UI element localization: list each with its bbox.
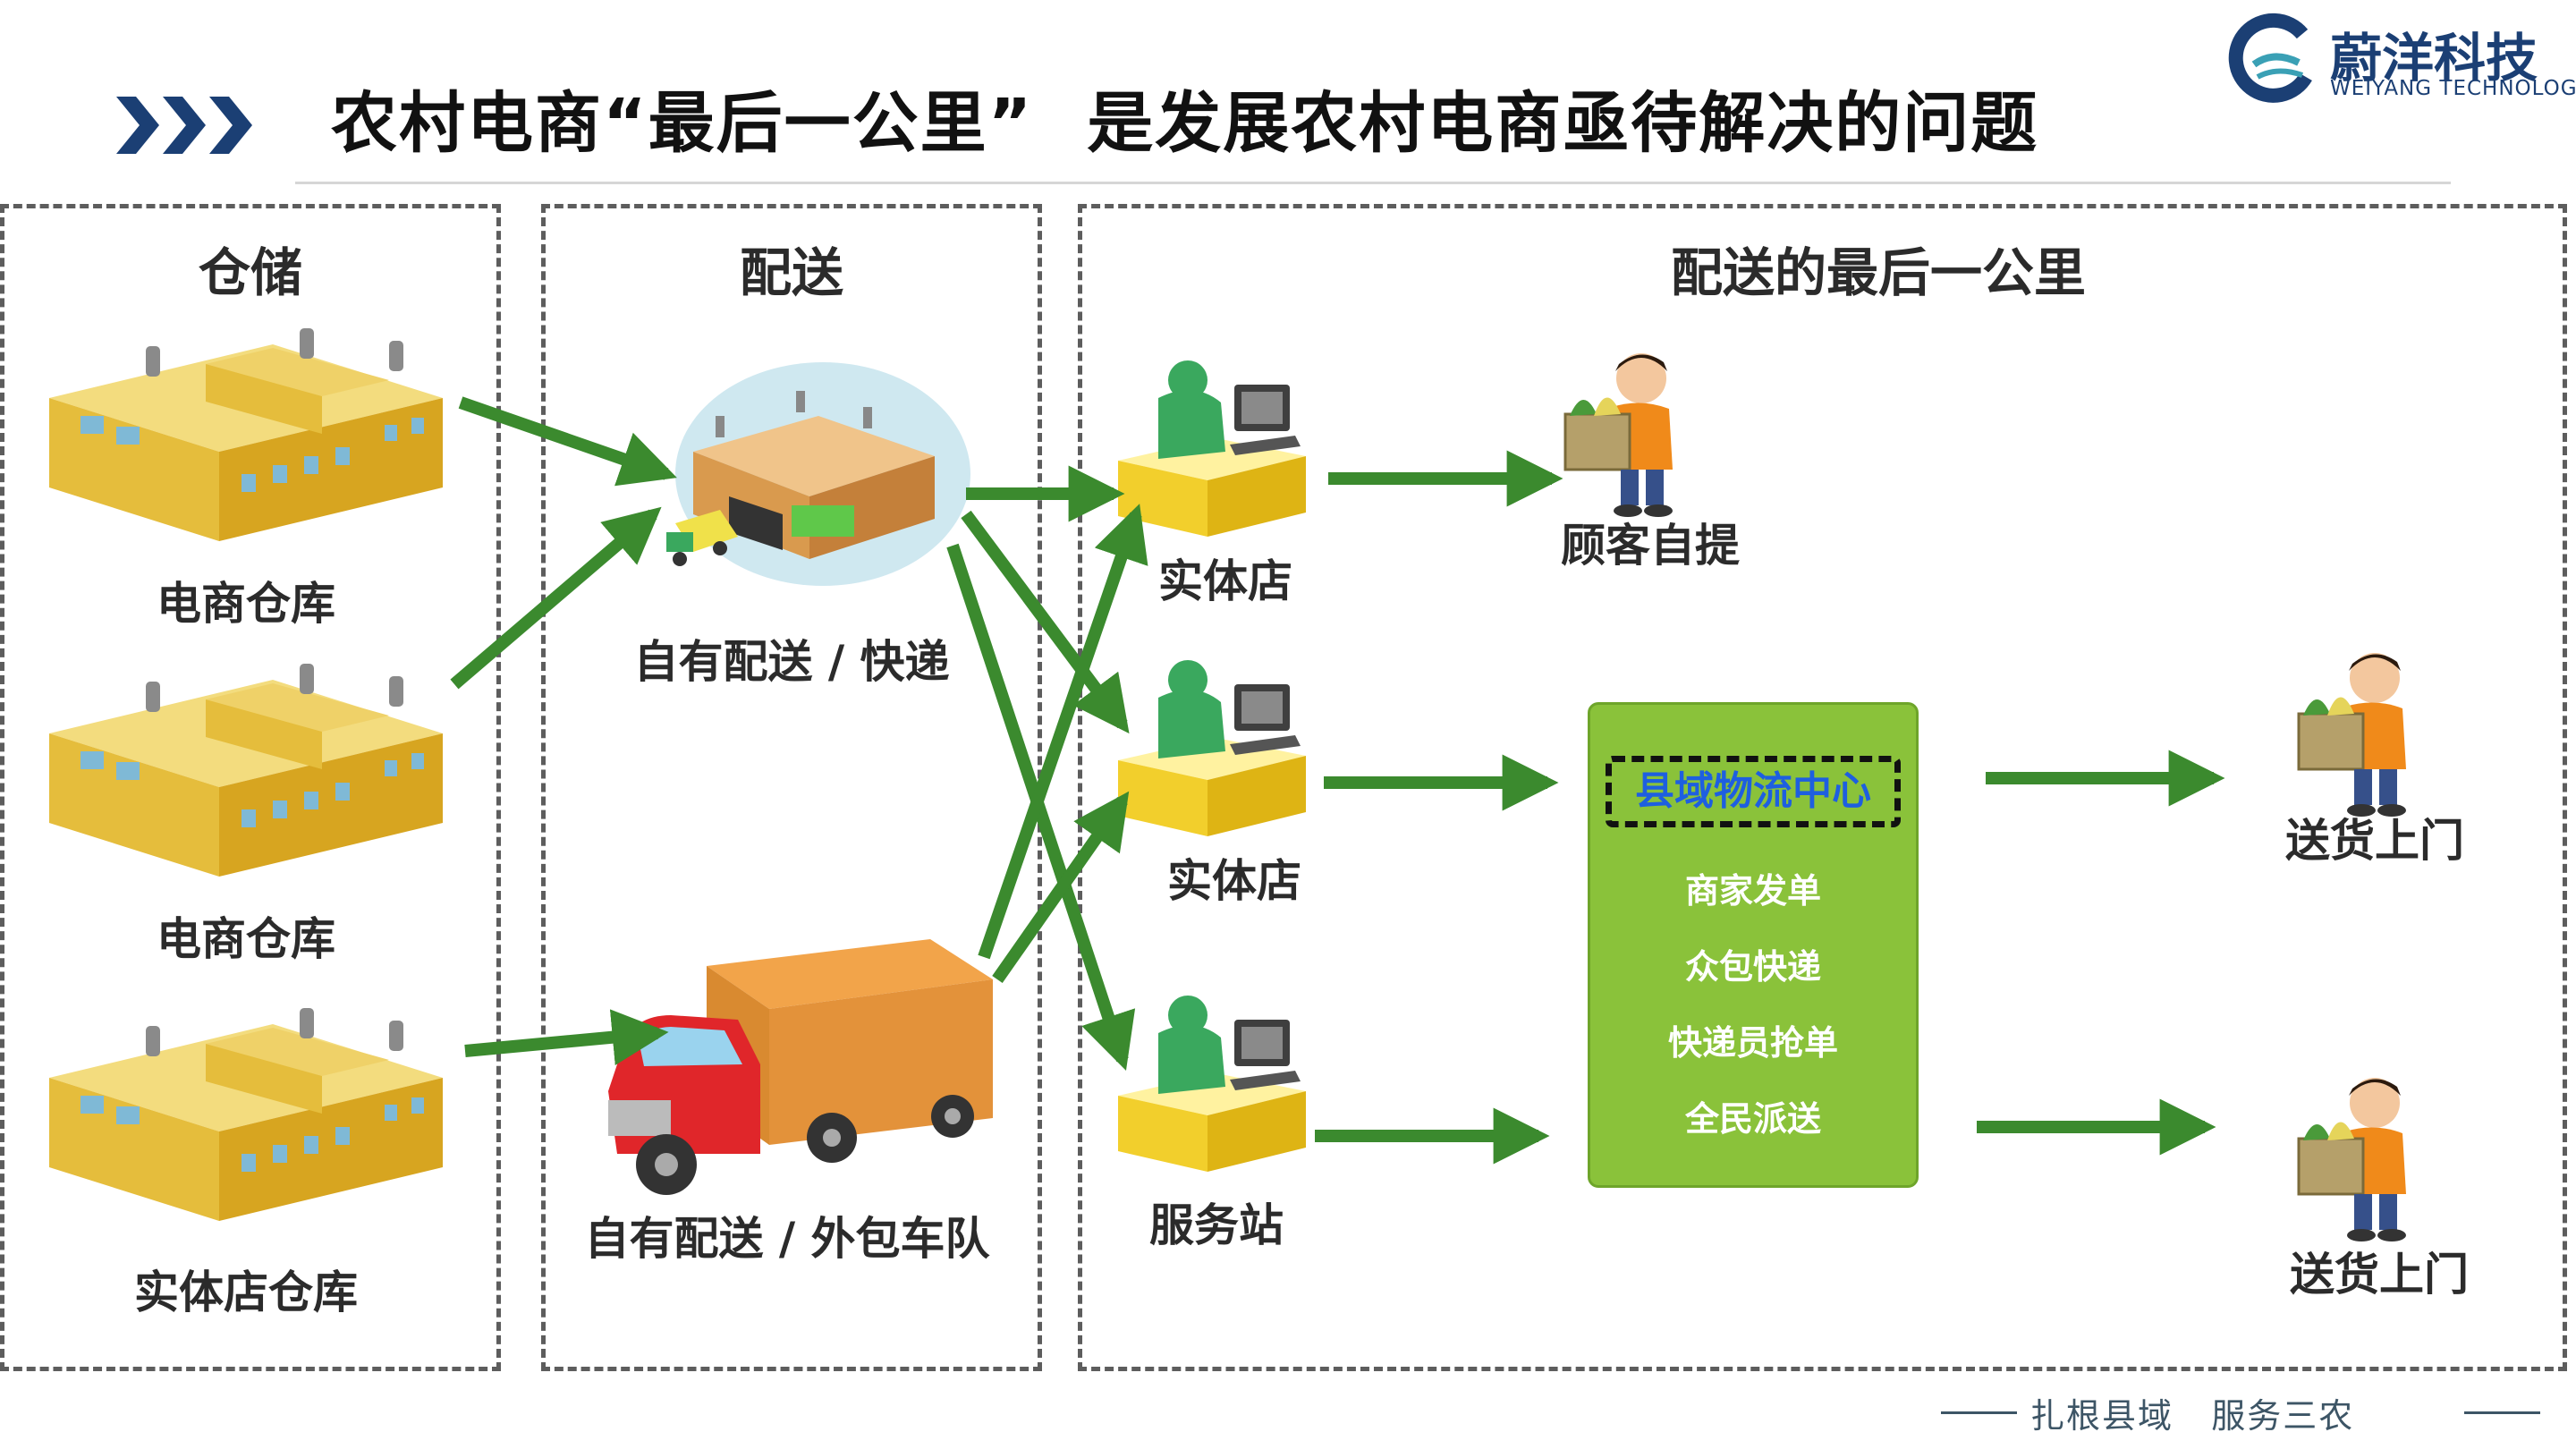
brand-name: 蔚洋科技: [2330, 28, 2538, 89]
station-label: 实体店: [1167, 855, 1301, 907]
footer-line: [1941, 1411, 2017, 1414]
logistics-item: 快递员抢单: [1667, 1023, 1838, 1063]
delivery-mode-label: 自有配送 / 外包车队: [584, 1213, 990, 1265]
footer-slogan: 扎根县域 服务三农: [2030, 1396, 2355, 1436]
flow-arrow: [992, 791, 1130, 984]
door-delivery-label: 送货上门: [2290, 1249, 2469, 1301]
warehouse-hub-icon: [666, 362, 970, 586]
flow-arrow: [464, 1009, 669, 1066]
chevrons-icon: [116, 97, 252, 154]
door-delivery-label: 送货上门: [2285, 815, 2464, 867]
station-label: 服务站: [1149, 1199, 1284, 1251]
delivery-mode-label: 自有配送 / 快递: [633, 636, 950, 688]
warehouse-label: 电商仓库: [157, 913, 335, 965]
station-label: 实体店: [1158, 555, 1292, 607]
warehouse-label: 实体店仓库: [134, 1267, 358, 1318]
logistics-center-title: 县域物流中心: [1606, 756, 1901, 827]
flow-arrow: [450, 506, 662, 690]
logo-icon: [2228, 13, 2312, 103]
warehouse-label: 电商仓库: [157, 578, 335, 630]
flow-arrow: [978, 504, 1148, 960]
footer-line: [2464, 1411, 2540, 1414]
last-mile-heading: 配送的最后一公里: [1670, 242, 2086, 303]
brand-name-en: WEIYANG TECHNOLOGY: [2330, 77, 2576, 100]
logistics-item: 众包快递: [1684, 947, 1821, 987]
truck-icon: [608, 939, 993, 1195]
title-divider: [295, 182, 2451, 184]
logistics-item: 商家发单: [1684, 871, 1821, 911]
pickup-label: 顾客自提: [1561, 520, 1740, 572]
flow-arrow: [961, 510, 1130, 734]
flow-arrow: [458, 396, 677, 487]
last-mile-section: [1078, 204, 2567, 1371]
delivery-heading: 配送: [739, 242, 843, 303]
page-title: 农村电商“最后一公里”是发展农村电商亟待解决的问题: [331, 85, 2039, 162]
storage-heading: 仓储: [198, 242, 302, 303]
storage-section: [0, 204, 501, 1371]
logistics-center: [1588, 702, 1919, 1188]
logistics-item: 全民派送: [1684, 1099, 1821, 1139]
